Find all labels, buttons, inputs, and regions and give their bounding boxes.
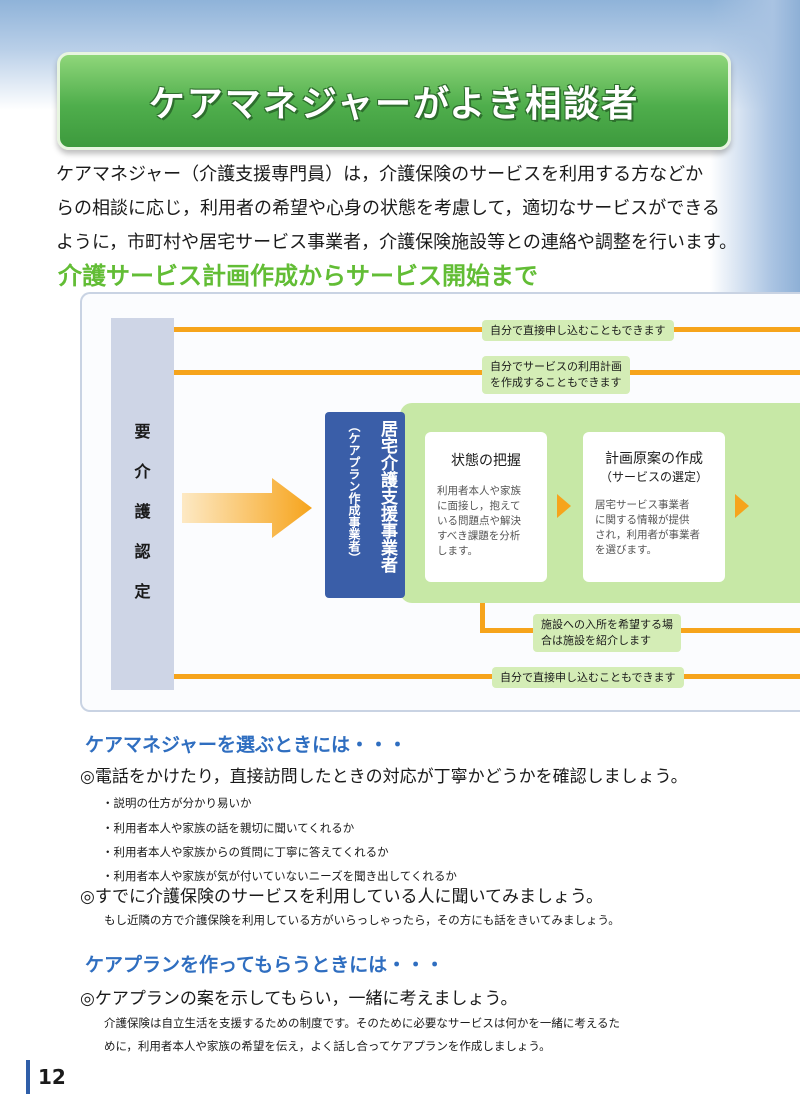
card-body: 居宅サービス事業者 に関する情報が提供 され，利用者が事業者 を選びます。 [595, 498, 700, 558]
yoka-char: 定 [134, 582, 151, 601]
flow-heading: 介護サービス計画作成からサービス開始まで [58, 262, 538, 290]
choose-bullet: ・利用者本人や家族の話を親切に聞いてくれるか [102, 821, 355, 835]
label-facility-line: 施設への入所を希望する場 [541, 618, 673, 631]
yoka-char: 介 [134, 462, 151, 481]
yoka-char: 認 [134, 542, 151, 561]
choose-bullet: ・利用者本人や家族が気が付いていないニーズを聞き出してくれるか [102, 869, 457, 883]
plan-point: ◎ケアプランの案を示してもらい，一緒に考えましょう。 [80, 989, 518, 1009]
plan-note-line: 介護保険は自立生活を支援するための制度です。そのために必要なサービスは何かを一緒… [104, 1016, 620, 1030]
label-self-plan-line: を作成することもできます [490, 376, 622, 389]
choose-point-2: ◎すでに介護保険のサービスを利用している人に聞いてみましょう。 [80, 887, 603, 907]
label-self-plan-line: 自分でサービスの利用計画 [490, 360, 622, 373]
label-facility: 施設への入所を希望する場 合は施設を紹介します [533, 614, 681, 652]
choose-point-2-note: もし近隣の方で介護保険を利用している方がいらっしゃったら，その方にも話をきいてみ… [104, 913, 620, 927]
choose-bullet: ・利用者本人や家族からの質問に丁寧に答えてくれるか [102, 845, 389, 859]
title-banner: ケアマネジャーがよき相談者 [57, 52, 731, 150]
label-facility-line: 合は施設を紹介します [541, 634, 651, 647]
label-direct-bottom: 自分で直接申し込むこともできます [492, 667, 684, 688]
choose-bullet: ・説明の仕方が分かり易いか [102, 796, 252, 810]
arrow-right-icon [735, 494, 749, 518]
card-body-line: を選びます。 [595, 544, 657, 556]
provider-subname: （ケアプラン作成事業者） [347, 420, 361, 564]
yoka-char: 護 [134, 502, 151, 521]
card-body: 利用者本人や家族 に面接し，抱えて いる問題点や解決 すべき課題を分析 します。 [437, 484, 521, 559]
intro-line: ケアマネジャー（介護支援専門員）は，介護保険のサービスを利用する方などか [56, 164, 704, 185]
sky-right-edge [710, 0, 800, 300]
card-assessment: 状態の把握 利用者本人や家族 に面接し，抱えて いる問題点や解決 すべき課題を分… [425, 432, 547, 582]
card-body-line: され，利用者が事業者 [595, 529, 700, 541]
flow-line-facility-down [480, 590, 485, 632]
intro-paragraph: ケアマネジャー（介護支援専門員）は，介護保険のサービスを利用する方などか らの相… [56, 158, 746, 260]
card-body-line: いる問題点や解決 [437, 515, 521, 527]
card-draft-plan: 計画原案の作成 （サービスの選定） 居宅サービス事業者 に関する情報が提供 され… [583, 432, 725, 582]
care-certification-column: 要 介 護 認 定 [111, 318, 174, 690]
card-body-line: 居宅サービス事業者 [595, 499, 690, 511]
plan-note-line: めに，利用者本人や家族の希望を伝え，よく話し合ってケアプランを作成しましょう。 [104, 1039, 551, 1053]
label-self-plan: 自分でサービスの利用計画 を作成することもできます [482, 356, 630, 394]
flow-arrow-icon [182, 478, 312, 538]
card-subtitle: （サービスの選定） [599, 470, 708, 484]
provider-name: 居宅介護支援事業者 [377, 420, 397, 573]
choose-point-1: ◎電話をかけたり，直接訪問したときの対応が丁寧かどうかを確認しましょう。 [80, 767, 688, 787]
plan-heading: ケアプランを作ってもらうときには・・・ [85, 954, 445, 976]
card-title: 計画原案の作成 [605, 451, 703, 467]
card-title: 状態の把握 [451, 453, 521, 469]
page-number: 12 [26, 1060, 66, 1094]
card-body-line: すべき課題を分析 [437, 530, 521, 542]
flow-line-direct-bottom [174, 674, 800, 679]
label-direct-top: 自分で直接申し込むこともできます [482, 320, 674, 341]
intro-line: らの相談に応じ，利用者の希望や心身の状態を考慮して，適切なサービスができる [56, 198, 720, 219]
page-title: ケアマネジャーがよき相談者 [148, 84, 640, 125]
yoka-char: 要 [134, 422, 151, 441]
intro-line: ように，市町村や居宅サービス事業者，介護保険施設等との連絡や調整を行います。 [56, 232, 738, 253]
card-body-line: に面接し，抱えて [437, 500, 521, 512]
care-support-provider-box: 居宅介護支援事業者 （ケアプラン作成事業者） [325, 412, 405, 598]
card-body-line: に関する情報が提供 [595, 514, 690, 526]
card-body-line: します。 [437, 545, 478, 557]
arrow-right-icon [557, 494, 571, 518]
choose-heading: ケアマネジャーを選ぶときには・・・ [85, 734, 408, 756]
card-body-line: 利用者本人や家族 [437, 485, 521, 497]
